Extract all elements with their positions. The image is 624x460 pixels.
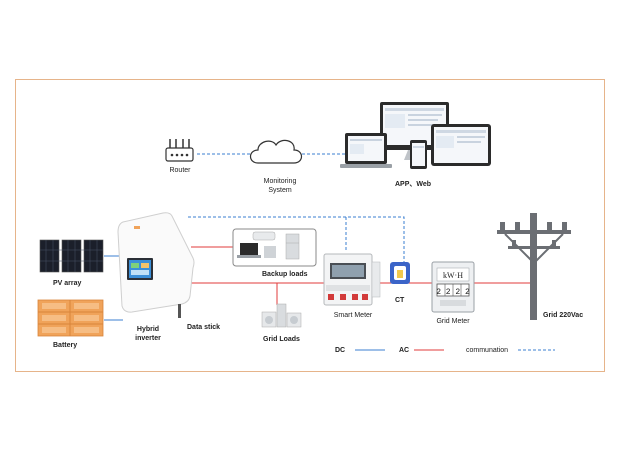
battery-label: Battery [53, 342, 78, 349]
legend-dc-label: DC [335, 347, 346, 354]
smart-meter-icon [323, 253, 381, 306]
comm-line-inverter-ct [188, 216, 405, 262]
hybrid-inverter-icon [117, 212, 195, 318]
monitoring-label-line2: System [268, 187, 292, 194]
grid-meter-digits: 2 2 2 2 [436, 288, 470, 297]
ct-label: CT [395, 297, 405, 304]
hybrid-inverter-label-line2: inverter [135, 335, 161, 342]
grid-meter-unit: kW·H [443, 271, 463, 280]
diagram-frame [15, 79, 605, 372]
pv-array-icon [39, 239, 104, 273]
app-web-label: APP、Web [394, 181, 432, 188]
data-stick-label: Data stick [187, 324, 221, 331]
ct-clamp-icon [390, 262, 410, 284]
pv-array-label: PV array [53, 280, 82, 287]
backup-loads-label: Backup loads [262, 271, 308, 278]
legend-ac-label: AC [399, 347, 410, 354]
monitoring-label-line1: Monitoring [263, 178, 297, 185]
hybrid-inverter-label-line1: Hybrid [136, 326, 160, 333]
backup-loads-icon [232, 228, 317, 267]
cloud-icon [249, 139, 303, 164]
router-label: Router [169, 167, 191, 174]
grid-loads-label: Grid Loads [263, 336, 300, 343]
grid-220vac-label: Grid 220Vac [543, 312, 584, 319]
grid-meter-label: Grid Meter [436, 318, 470, 325]
router-icon [165, 139, 194, 162]
battery-icon [37, 299, 104, 337]
legend-comm-label: communation [466, 347, 509, 354]
grid-meter-icon [431, 261, 475, 313]
utility-pole-icon [497, 213, 571, 320]
app-devices-icon [340, 102, 491, 169]
grid-loads-icon [261, 303, 302, 328]
smart-meter-label: Smart Meter [333, 312, 373, 319]
